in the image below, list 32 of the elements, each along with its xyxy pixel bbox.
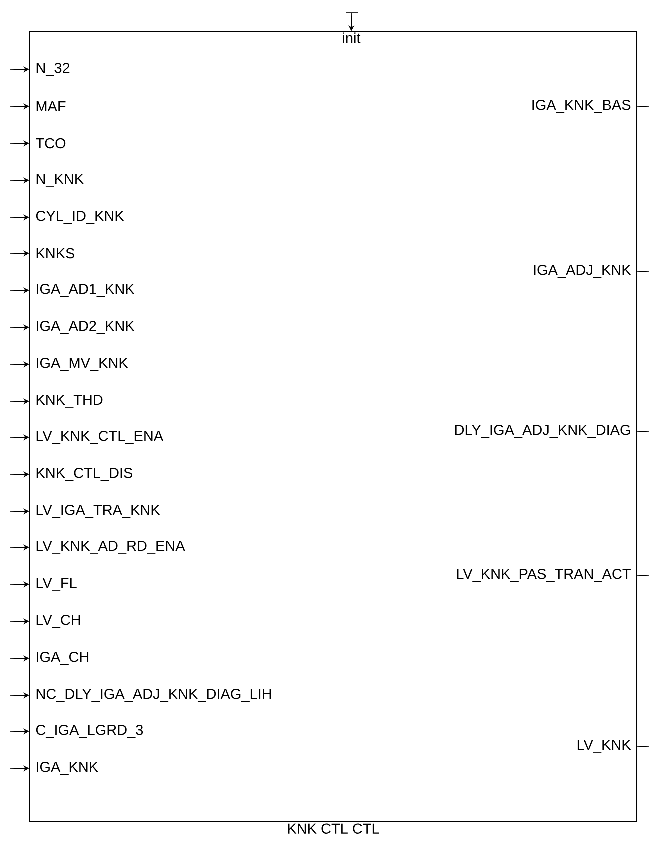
- port-label: LV_FL: [36, 578, 77, 591]
- output-line: [637, 106, 649, 108]
- node-label: KNK CTL CTL: [288, 824, 380, 834]
- output-line: [637, 431, 649, 432]
- port-label: C_IGA_LGRD_3: [36, 724, 144, 738]
- port-label: IGA_MV_KNK: [37, 358, 128, 371]
- port-label: LV_KNK: [578, 740, 632, 753]
- port-label: KNK_CTL_DIS: [36, 468, 133, 481]
- port-label: LV_KNK_CTL_ENA: [36, 430, 164, 444]
- port-label: N_32: [36, 62, 70, 76]
- output-line: [637, 271, 649, 272]
- port-label: NC_DLY_IGA_ADJ_KNK_DIAG_LIH: [36, 688, 272, 702]
- port-label: KNK_THD: [36, 395, 103, 408]
- port-label: LV_KNK_AD_RD_ENA: [36, 541, 186, 554]
- port-label: IGA_AD2_KNK: [37, 320, 135, 334]
- output-line: [637, 575, 649, 576]
- port-label: CYL_ID_KNK: [36, 210, 124, 224]
- port-label: LV_KNK_PAS_TRAN_ACT: [457, 568, 631, 582]
- port-label: KNKS: [36, 248, 75, 259]
- port-label: IGA_AD1_KNK: [37, 284, 135, 297]
- port-label: IGA_KNK_BAS: [532, 100, 631, 113]
- port-label: init: [343, 32, 361, 44]
- port-label: MAF: [36, 102, 66, 112]
- output-line: [637, 746, 649, 748]
- port-label: TCO: [36, 138, 66, 149]
- port-label: IGA_CH: [37, 652, 89, 665]
- port-label: IGA_KNK: [37, 762, 98, 775]
- port-label: LV_IGA_TRA_KNK: [36, 504, 160, 518]
- port-label: N_KNK: [36, 174, 84, 187]
- port-label: LV_CH: [36, 614, 80, 628]
- port-label: DLY_IGA_ADJ_KNK_DIAG: [455, 424, 630, 438]
- port-label: IGA_ADJ_KNK: [534, 264, 632, 278]
